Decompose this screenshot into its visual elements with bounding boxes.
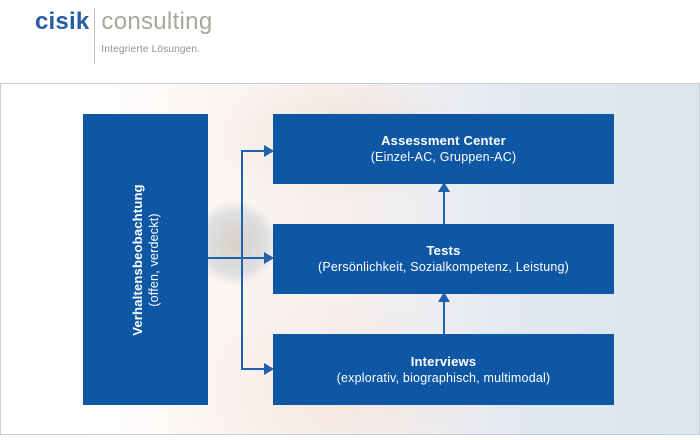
arrowhead-into-assessment-center-icon xyxy=(264,145,274,157)
connector-branch-to-tests xyxy=(208,257,267,259)
box-assessment-center: Assessment Center (Einzel-AC, Gruppen-AC… xyxy=(273,114,614,184)
logo-divider xyxy=(94,8,96,64)
box-tests-subtitle: (Persönlichkeit, Sozialkompetenz, Leistu… xyxy=(317,260,570,274)
arrowhead-up-to-tests-icon xyxy=(438,292,450,302)
box-tests-title: Tests xyxy=(426,243,461,258)
logo-primary-text: cisik xyxy=(35,8,90,35)
box-interviews: Interviews (explorativ, biographisch, mu… xyxy=(273,334,614,405)
side-box-title: Verhaltensbeobachtung xyxy=(129,183,145,336)
box-verhaltensbeobachtung: Verhaltensbeobachtung (offen, verdeckt) xyxy=(83,114,208,405)
arrowhead-up-to-assessment-center-icon xyxy=(438,182,450,192)
arrowhead-into-tests-icon xyxy=(264,252,274,264)
logo-tagline: Integrierte Lösungen. xyxy=(101,44,201,55)
box-assessment-center-subtitle: (Einzel-AC, Gruppen-AC) xyxy=(370,150,517,164)
logo-secondary-text: consulting xyxy=(101,8,213,35)
header: cisik consulting Integrierte Lösungen. xyxy=(0,0,700,83)
company-logo[interactable]: cisik consulting Integrierte Lösungen. xyxy=(35,8,212,64)
arrowhead-into-interviews-icon xyxy=(264,363,274,375)
connector-stem xyxy=(241,150,243,370)
diagram-canvas: Verhaltensbeobachtung (offen, verdeckt) … xyxy=(0,83,700,435)
box-interviews-subtitle: (explorativ, biographisch, multimodal) xyxy=(336,370,551,385)
box-assessment-center-title: Assessment Center xyxy=(381,133,506,148)
side-box-subtitle: (offen, verdeckt) xyxy=(146,212,161,307)
connector-branch-to-interviews xyxy=(241,368,267,370)
rotated-label: Verhaltensbeobachtung (offen, verdeckt) xyxy=(129,184,163,336)
connector-branch-to-assessment-center xyxy=(241,150,267,152)
connector-interviews-to-tests xyxy=(443,300,445,334)
connector-tests-to-assessment-center xyxy=(443,190,445,224)
box-tests: Tests (Persönlichkeit, Sozialkompetenz, … xyxy=(273,224,614,294)
box-interviews-title: Interviews xyxy=(410,353,477,369)
